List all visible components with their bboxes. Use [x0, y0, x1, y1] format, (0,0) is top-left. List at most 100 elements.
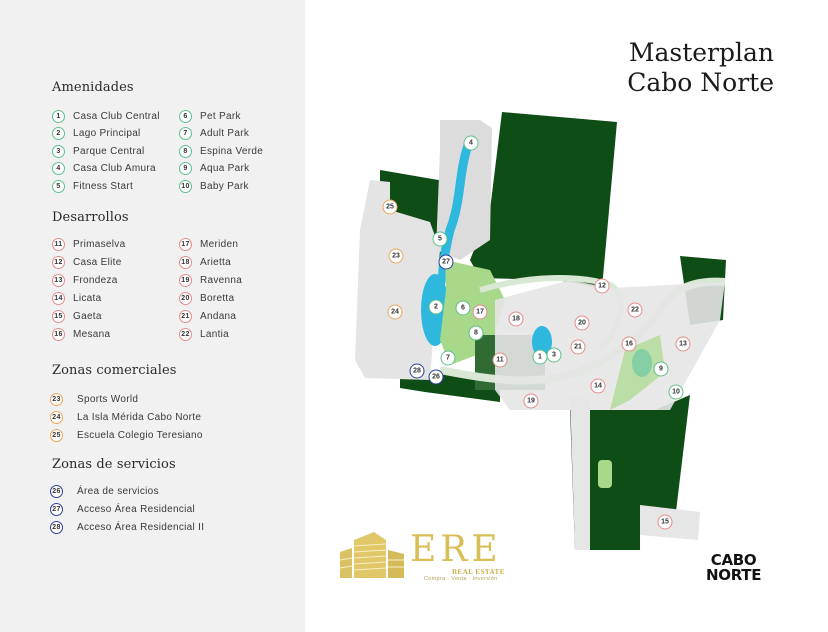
ere-tagline: Compra · Venta · Inversión	[424, 576, 498, 582]
legend-label: Fitness Start	[73, 180, 134, 192]
map-pin[interactable]: 3	[546, 347, 562, 363]
legend-item: 12 Casa Elite	[52, 254, 122, 270]
legend-label: Parque Central	[73, 145, 145, 157]
legend-item: 10 Baby Park	[179, 178, 249, 194]
map-pin[interactable]: 5	[432, 231, 448, 247]
legend-item: 15 Gaeta	[52, 308, 102, 324]
map-graphic	[355, 112, 726, 550]
map-pin[interactable]: 4	[463, 135, 479, 151]
legend-label: Área de servicios	[77, 485, 159, 497]
number-badge-icon: 7	[179, 127, 192, 140]
legend-item: 3 Parque Central	[52, 143, 144, 159]
legend-label: Espina Verde	[200, 145, 264, 157]
cabo-norte-line-2: NORTE	[706, 566, 762, 584]
legend-label: Andana	[200, 310, 237, 322]
map-pin[interactable]: 17	[472, 304, 488, 320]
map-pin[interactable]: 19	[523, 393, 539, 409]
legend-label: Acceso Área Residencial	[77, 503, 196, 515]
map-pin[interactable]: 27	[438, 254, 454, 270]
legend-label: Casa Club Central	[73, 110, 160, 122]
map-pin[interactable]: 2	[428, 299, 444, 315]
number-badge-icon: 24	[50, 410, 63, 424]
map-pin[interactable]: 11	[492, 352, 508, 368]
legend-label: Gaeta	[73, 310, 102, 322]
legend-label: Arietta	[200, 256, 232, 268]
map-pin[interactable]: 26	[428, 369, 444, 385]
legend-item: 7 Adult Park	[179, 126, 249, 142]
map-pin[interactable]: 9	[653, 361, 669, 377]
number-badge-icon: 13	[52, 273, 65, 287]
legend-item: 2 Lago Principal	[52, 126, 141, 142]
map-pin[interactable]: 6	[455, 300, 471, 316]
number-badge-icon: 25	[50, 428, 63, 442]
map-pin[interactable]: 14	[590, 378, 606, 394]
legend-label: Adult Park	[200, 128, 250, 139]
map-pin[interactable]: 16	[621, 336, 637, 352]
map-pin[interactable]: 24	[387, 304, 403, 320]
legend-label: Aqua Park	[200, 163, 250, 174]
legend-item: 11 Primaselva	[52, 236, 125, 252]
legend-item: 1 Casa Club Central	[52, 108, 160, 124]
ere-real-estate-logo: ERE REAL ESTATE Compra · Venta · Inversi…	[338, 530, 538, 582]
legend-label: Primaselva	[73, 238, 126, 250]
number-badge-icon: 14	[52, 291, 65, 305]
legend-label: Escuela Colegio Teresiano	[77, 429, 203, 441]
title-line-2: Cabo Norte	[627, 68, 774, 97]
map-pin[interactable]: 21	[570, 339, 586, 355]
map-pin[interactable]: 13	[675, 336, 691, 352]
legend-label: Pet Park	[200, 110, 241, 122]
ere-subtitle: REAL ESTATE	[452, 568, 505, 576]
map-pin[interactable]: 1	[532, 349, 548, 365]
map-pin[interactable]: 23	[388, 248, 404, 264]
number-badge-icon: 21	[179, 309, 192, 323]
section-title-amenidades: Amenidades	[52, 80, 134, 95]
number-badge-icon: 23	[50, 392, 63, 406]
map-pin[interactable]: 8	[468, 325, 484, 341]
legend-label: Casa Elite	[73, 256, 122, 268]
number-badge-icon: 3	[52, 144, 65, 158]
legend-item: 25 Escuela Colegio Teresiano	[50, 427, 203, 443]
map-pin[interactable]: 20	[574, 315, 590, 331]
legend-item: 13 Frondeza	[52, 272, 118, 288]
legend-label: Baby Park	[200, 180, 249, 192]
map-pin[interactable]: 25	[382, 199, 398, 215]
number-badge-icon: 11	[52, 237, 65, 251]
number-badge-icon: 20	[179, 291, 192, 305]
number-badge-icon: 2	[52, 127, 65, 140]
map-pin[interactable]: 12	[594, 278, 610, 294]
number-badge-icon: 22	[179, 327, 192, 341]
map-pin[interactable]: 28	[409, 363, 425, 379]
number-badge-icon: 9	[179, 162, 192, 175]
legend-label: Mesana	[73, 328, 111, 340]
legend-label: Lago Principal	[73, 128, 141, 139]
number-badge-icon: 4	[52, 162, 65, 175]
number-badge-icon: 12	[52, 255, 65, 269]
title-line-1: Masterplan	[628, 38, 774, 67]
number-badge-icon: 26	[50, 484, 63, 498]
legend-item: 26 Área de servicios	[50, 483, 159, 499]
legend-panel	[0, 0, 305, 632]
map-pin[interactable]: 18	[508, 311, 524, 327]
section-title-servicios: Zonas de servicios	[52, 457, 176, 472]
map-pin[interactable]: 15	[657, 514, 673, 530]
legend-label: Frondeza	[73, 274, 118, 286]
number-badge-icon: 15	[52, 309, 65, 323]
map-pin[interactable]: 7	[440, 350, 456, 366]
legend-label: Acceso Área Residencial II	[77, 521, 205, 533]
map-pin[interactable]: 10	[668, 384, 684, 400]
section-title-desarrollos: Desarrollos	[52, 210, 129, 225]
legend-label: Meriden	[200, 238, 239, 250]
cabo-norte-line-1: CABO	[710, 551, 757, 569]
number-badge-icon: 10	[179, 179, 192, 193]
number-badge-icon: 5	[52, 179, 65, 193]
map-pin[interactable]: 22	[627, 302, 643, 318]
number-badge-icon: 1	[52, 109, 65, 123]
